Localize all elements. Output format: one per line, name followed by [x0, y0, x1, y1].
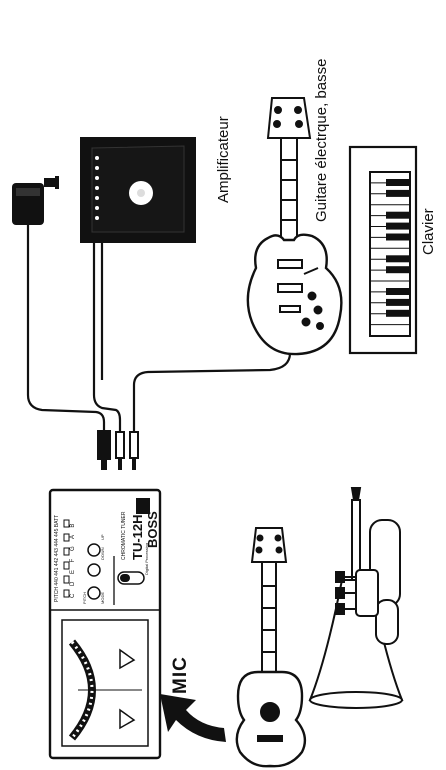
tuner-mode-label: MODE — [100, 592, 105, 604]
tuner-calibration-scale: PITCH 440 441 442 443 444 445 BATT — [54, 514, 60, 602]
mic-label: MIC — [170, 656, 191, 694]
amplifier-icon — [80, 137, 196, 243]
tuner-down-label: DOWN — [100, 547, 105, 560]
ac-adapter-icon — [12, 176, 59, 225]
acoustic-guitar-icon — [235, 527, 307, 768]
cables — [26, 225, 292, 440]
amplifier-label: Amplificateur — [215, 116, 232, 203]
tuner-pitch-label: PITCH — [82, 592, 87, 604]
trumpet-icon — [308, 487, 404, 709]
tuner-subtitle: CHROMATIC TUNER — [121, 511, 127, 560]
plug-icons — [97, 430, 139, 470]
tuner-note-scale: C D E F G A B — [70, 520, 76, 598]
keyboard-label: Clavier — [420, 208, 437, 255]
electric-guitar-icon — [246, 97, 343, 356]
electric-guitar-label: Guitare électrque, basse — [313, 58, 330, 222]
mic-arrow-icon — [160, 694, 226, 742]
tuner-subtitle-2: Digital Processing — [144, 542, 149, 575]
tuner-icon — [48, 488, 162, 760]
keyboard-icon — [348, 145, 418, 355]
tuner-model: TU-12H — [130, 514, 145, 560]
tuner-up-label: UP — [100, 534, 105, 540]
